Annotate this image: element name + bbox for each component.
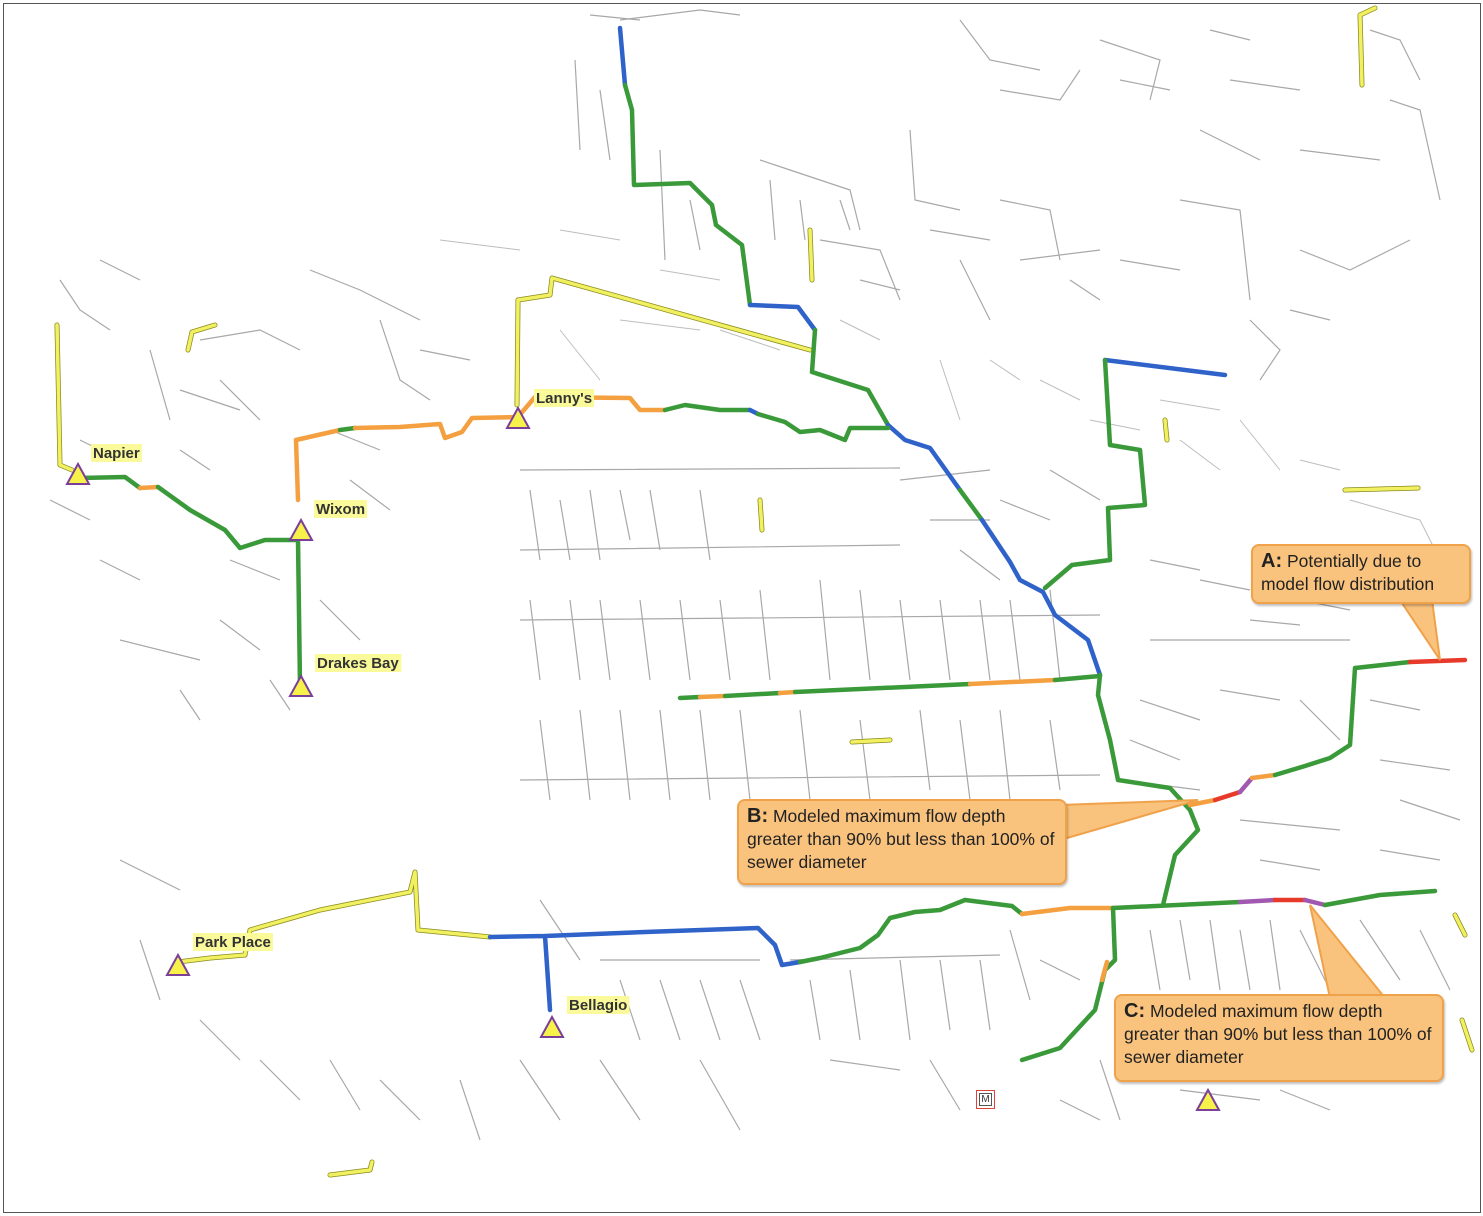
- napier-station-icon[interactable]: [65, 461, 91, 485]
- callout-b-text: Modeled maximum flow depth greater than …: [747, 806, 1055, 872]
- pump-stations[interactable]: [65, 405, 1221, 1111]
- callout-c-letter: C:: [1124, 1000, 1146, 1022]
- station-labels: Napier Wixom Drakes Bay Lanny's Park Pla…: [91, 389, 630, 1014]
- callout-b-letter: B:: [747, 805, 769, 827]
- yellow-pipes: [54, 5, 1475, 1178]
- station-label-wixom: Wixom: [316, 501, 365, 518]
- unnamed-station-icon[interactable]: [1195, 1087, 1221, 1111]
- drakes-bay-station-icon[interactable]: [288, 673, 314, 697]
- meter-label: M: [979, 1093, 992, 1106]
- station-label-drakes-bay: Drakes Bay: [317, 655, 399, 672]
- callout-c: C: Modeled maximum flow depth greater th…: [1114, 994, 1444, 1082]
- callout-a: A: Potentially due to model flow distrib…: [1251, 544, 1471, 604]
- trunk-sewers: [77, 25, 1468, 1063]
- callout-b: B: Modeled maximum flow depth greater th…: [737, 799, 1067, 885]
- station-label-bellagio: Bellagio: [569, 997, 627, 1014]
- street-network: [49, 9, 1461, 1141]
- park-place-station-icon[interactable]: [165, 952, 191, 976]
- wixom-station-icon[interactable]: [288, 517, 314, 541]
- callout-c-text: Modeled maximum flow depth greater than …: [1124, 1001, 1432, 1067]
- bellagio-station-icon[interactable]: [539, 1014, 565, 1038]
- station-label-napier: Napier: [93, 445, 140, 462]
- callout-a-text: Potentially due to model flow distributi…: [1261, 551, 1435, 594]
- callout-pointers: [1059, 599, 1441, 999]
- station-label-lannys: Lanny's: [536, 390, 592, 407]
- callout-a-letter: A:: [1261, 550, 1283, 572]
- meter-icon[interactable]: M: [976, 1090, 995, 1109]
- lannys-station-icon[interactable]: [505, 405, 531, 429]
- station-label-park-place: Park Place: [195, 934, 271, 951]
